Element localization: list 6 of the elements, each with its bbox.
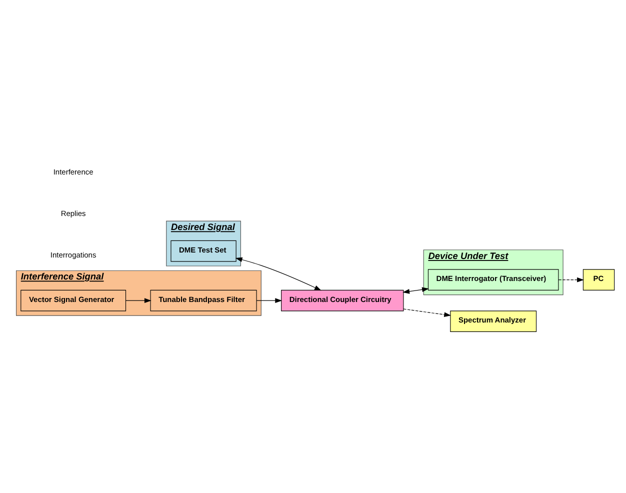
arrow	[403, 308, 452, 316]
arrow	[558, 276, 584, 282]
arrow	[235, 256, 322, 290]
arrow	[402, 286, 429, 294]
arrow	[126, 298, 152, 302]
arrow	[256, 298, 282, 302]
